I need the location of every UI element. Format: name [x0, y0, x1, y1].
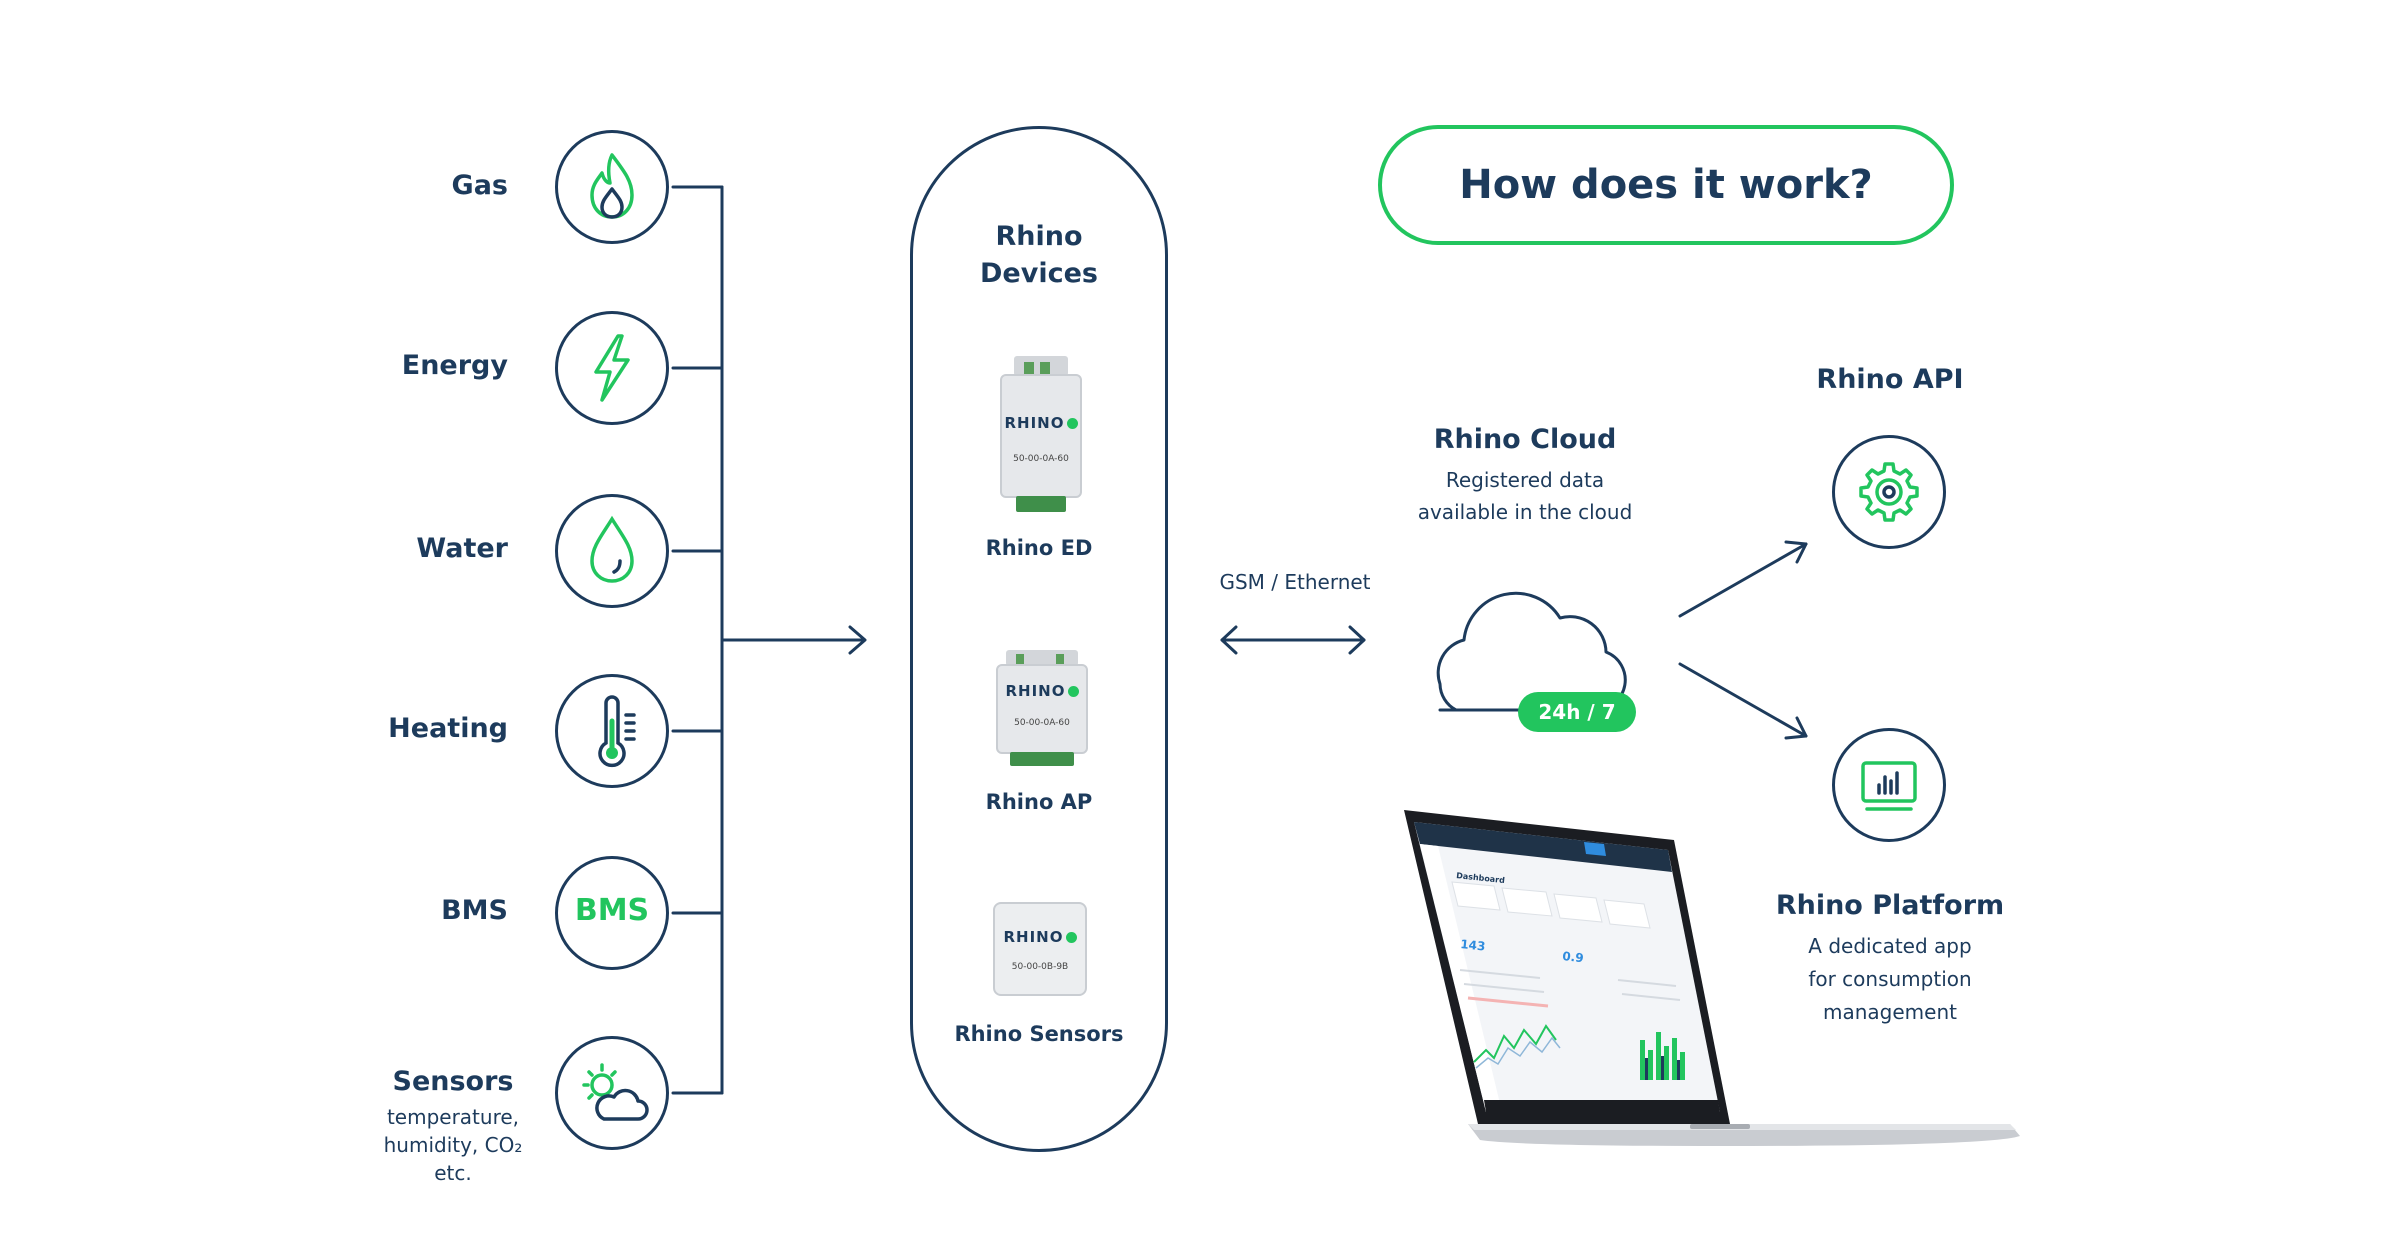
input-label-heating: Heating — [388, 713, 508, 744]
rhino-sensors-brand: RHINO — [995, 928, 1085, 946]
laptop-value-2: 0.9 — [1562, 949, 1585, 965]
laptop-illustration: Dashboard 143 0.9 — [1404, 810, 2020, 1146]
devices-container — [910, 126, 1168, 1152]
sensors-sub-line-1: temperature, — [386, 1105, 520, 1129]
water-drop-icon — [555, 494, 669, 608]
sensors-sub-line-2: humidity, CO₂ — [383, 1133, 523, 1157]
rhino-ap-device: RHINO 50-00-0A-60 — [996, 650, 1088, 766]
thermometer-icon — [555, 674, 669, 788]
connection-label: GSM / Ethernet — [1219, 570, 1371, 594]
devices-title-line-2: Devices — [980, 258, 1098, 289]
rhino-ap-brand: RHINO — [998, 682, 1086, 700]
flame-icon — [555, 130, 669, 244]
cloud-icon — [1436, 591, 1627, 712]
platform-title: Rhino Platform — [1775, 890, 2005, 921]
rhino-ap-code: 50-00-0A-60 — [1014, 718, 1070, 728]
device-label-rhino-ed: Rhino ED — [985, 536, 1093, 560]
cloud-title: Rhino Cloud — [1433, 424, 1617, 455]
lightning-icon — [555, 311, 669, 425]
rhino-sensors-code: 50-00-0B-9B — [1011, 962, 1069, 972]
cloud-desc-line-1: Registered data — [1445, 468, 1605, 492]
device-label-rhino-sensors: Rhino Sensors — [954, 1022, 1124, 1046]
rhino-ed-code: 50-00-0A-60 — [1013, 454, 1069, 464]
platform-desc-line-3: management — [1823, 1000, 1957, 1024]
bms-text-icon: BMS — [555, 856, 669, 970]
how-it-works-heading: How does it work? — [1378, 125, 1954, 245]
gear-icon — [1832, 435, 1946, 549]
laptop-value-1: 143 — [1460, 937, 1486, 954]
input-label-water: Water — [416, 533, 508, 564]
input-label-gas: Gas — [451, 170, 508, 201]
rhino-ed-brand: RHINO — [1002, 414, 1080, 432]
availability-badge: 24h / 7 — [1518, 692, 1636, 732]
sensors-sub-line-3: etc. — [434, 1161, 472, 1185]
monitor-chart-icon — [1832, 728, 1946, 842]
bms-icon-text: BMS — [574, 893, 650, 928]
platform-desc-line-1: A dedicated app — [1808, 934, 1972, 958]
devices-title-line-1: Rhino — [995, 221, 1083, 252]
devices-title: Rhino Devices — [910, 218, 1168, 292]
rhino-ed-device: RHINO 50-00-0A-60 — [1000, 356, 1082, 514]
input-label-energy: Energy — [401, 350, 508, 381]
device-label-rhino-ap: Rhino AP — [985, 790, 1093, 814]
input-label-bms: BMS — [441, 895, 508, 926]
platform-desc-line-2: for consumption — [1808, 967, 1972, 991]
rhino-sensors-device: RHINO 50-00-0B-9B — [993, 902, 1087, 996]
sun-cloud-icon — [555, 1036, 669, 1150]
input-sensors-block: Sensors temperature, humidity, CO₂ etc. — [368, 1066, 538, 1187]
input-label-sensors: Sensors — [392, 1066, 514, 1097]
api-title: Rhino API — [1816, 364, 1964, 395]
cloud-desc-line-2: available in the cloud — [1417, 500, 1633, 524]
